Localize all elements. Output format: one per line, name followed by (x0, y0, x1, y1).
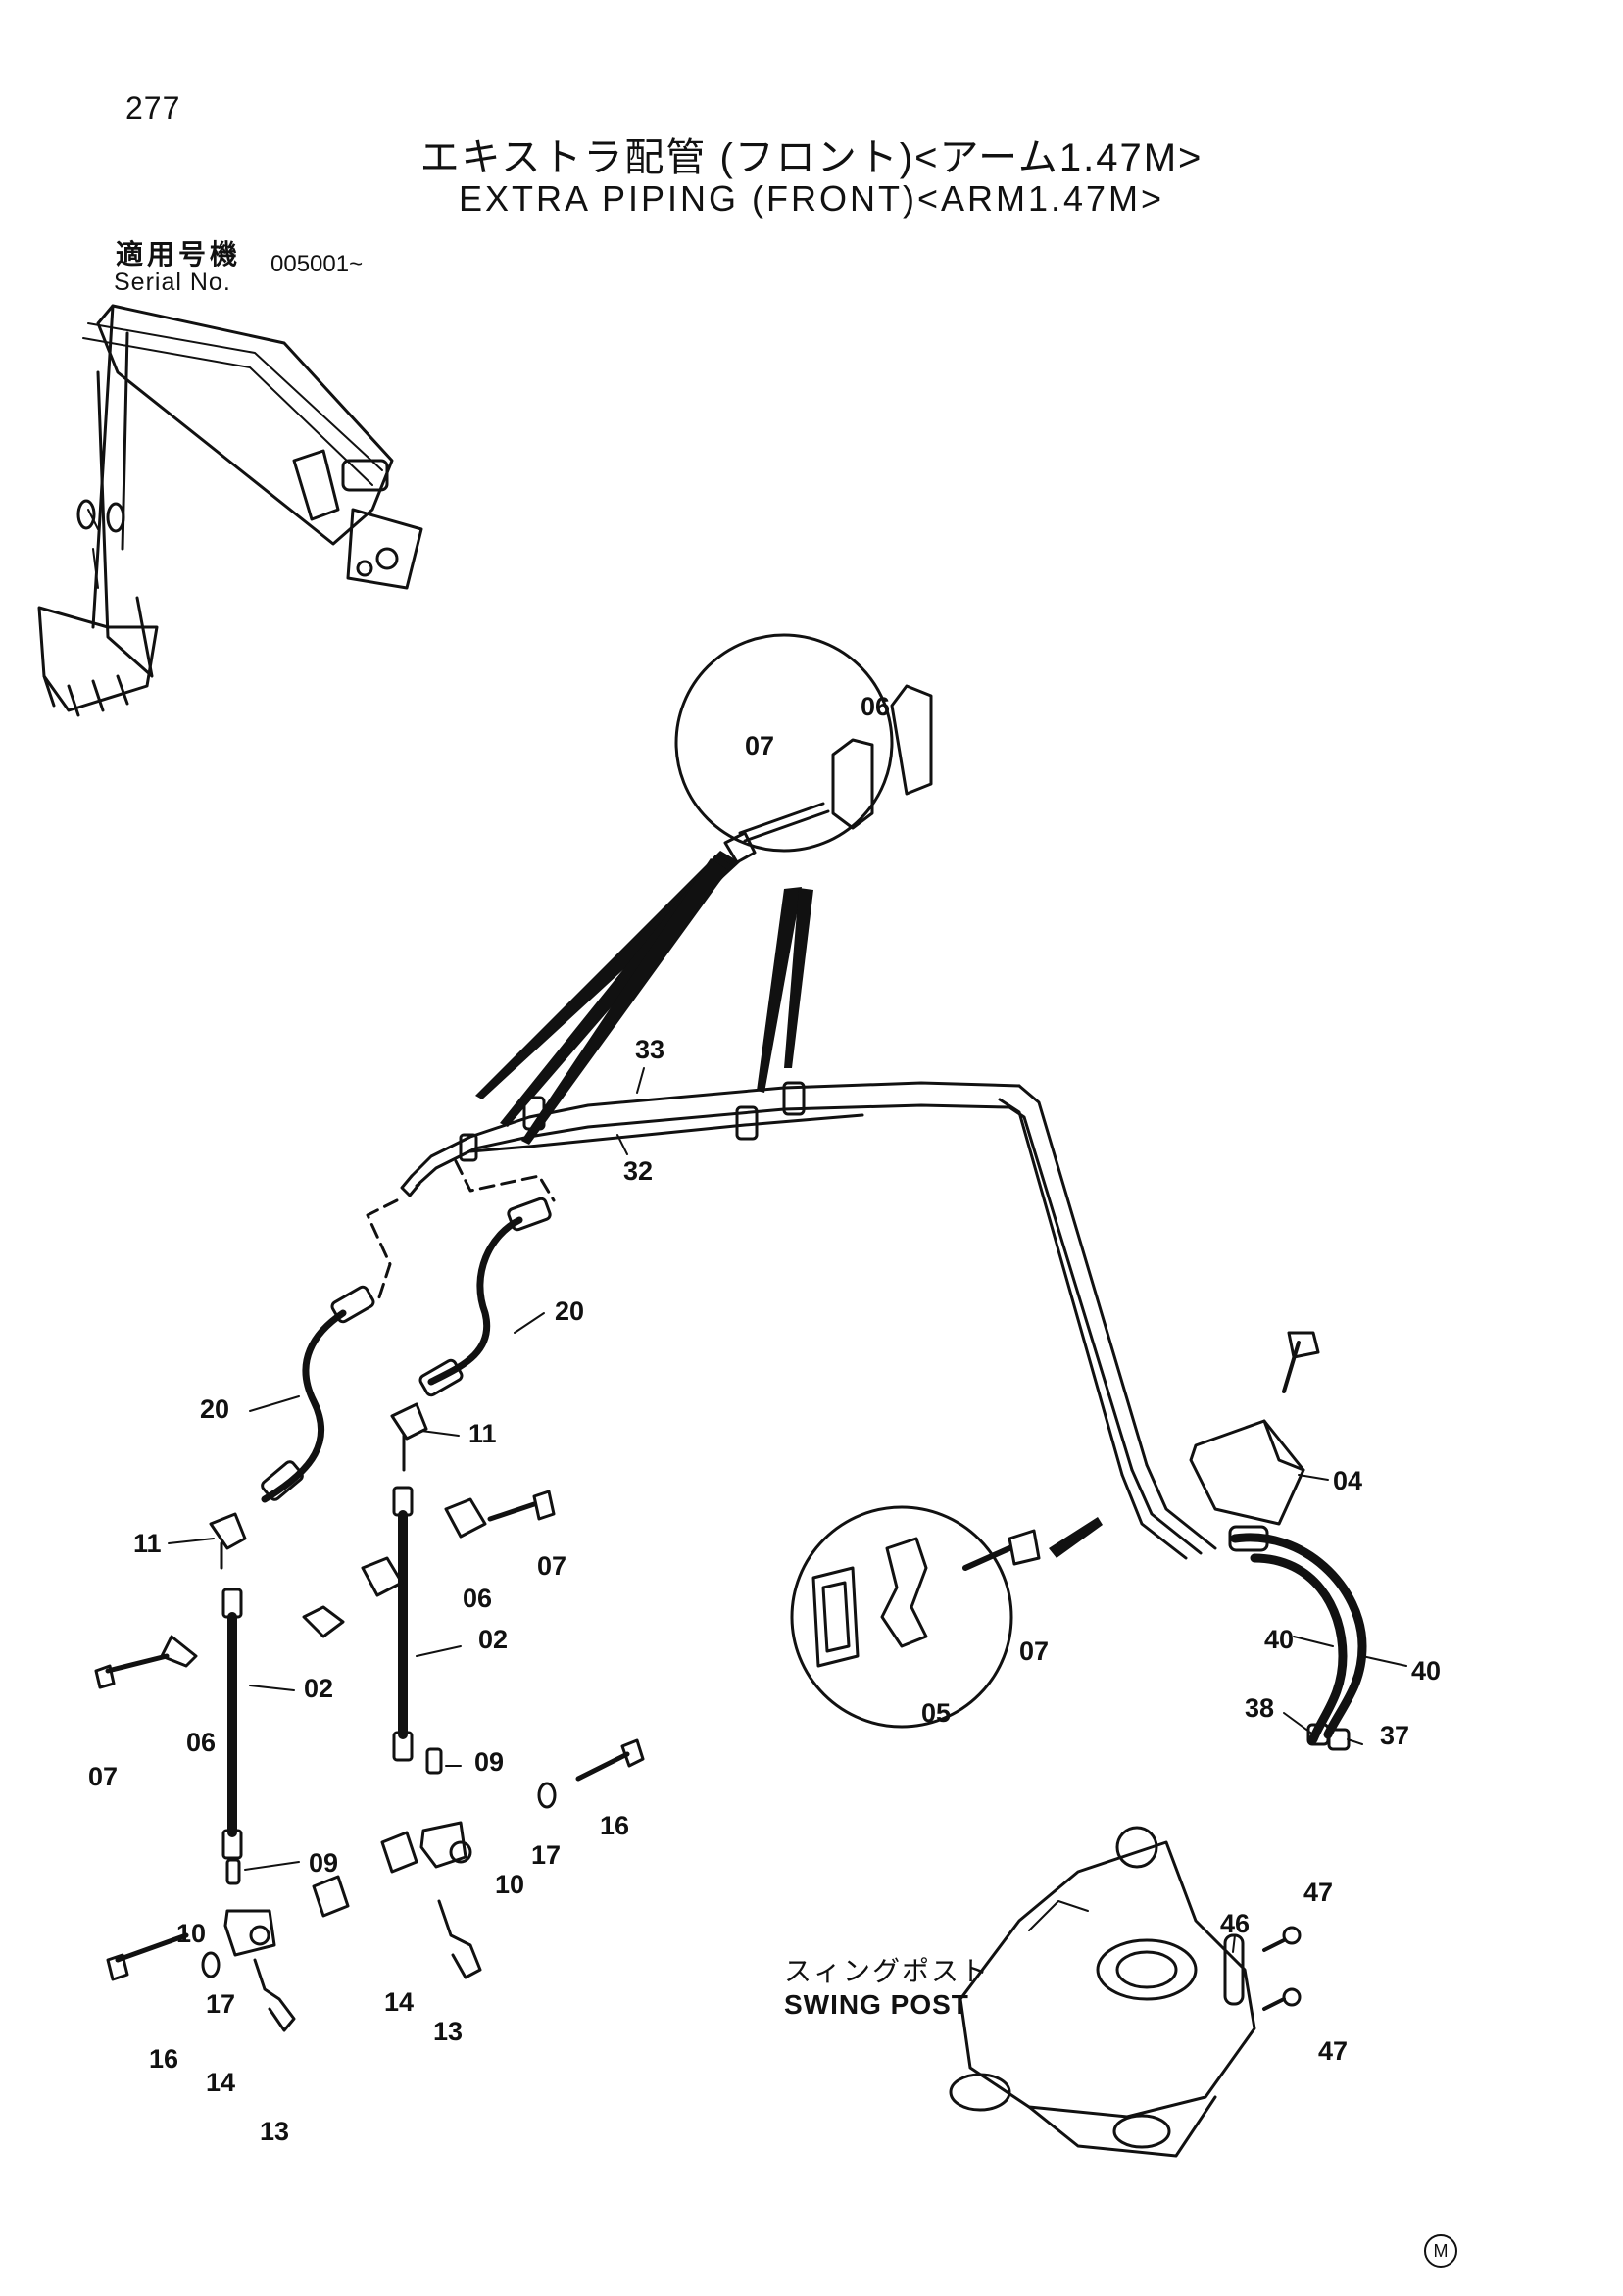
callout-02-right: 02 (478, 1625, 509, 1654)
callout-leaders (168, 1067, 1407, 1953)
swing-post-label-jp: スィングポスト (784, 1956, 991, 1986)
callout-16-right: 16 (600, 1811, 630, 1840)
callout-06-detail: 06 (861, 692, 891, 721)
callout-14-right: 14 (384, 1987, 415, 2017)
excavator-illustration (37, 304, 423, 717)
callout-20-left: 20 (200, 1394, 230, 1424)
callout-07-left: 07 (88, 1762, 119, 1791)
callout-33: 33 (635, 1035, 665, 1064)
serial-label-jp: 適用号機 (116, 239, 242, 269)
swing-post-label-en: SWING POST (784, 1989, 969, 2020)
callout-47-top: 47 (1303, 1878, 1334, 1907)
callout-47-bottom: 47 (1318, 2036, 1349, 2066)
serial-value: 005001~ (270, 251, 364, 277)
callout-06-left: 06 (186, 1728, 217, 1757)
hose-20-right (418, 1197, 552, 1397)
callout-07-mid: 07 (537, 1551, 567, 1581)
detail-leader-wedges (475, 851, 1103, 1558)
serial-label-en: Serial No. (114, 269, 231, 296)
callout-13-left: 13 (260, 2117, 290, 2146)
left-fitting-stack (94, 1512, 350, 2032)
callout-05: 05 (921, 1698, 952, 1728)
callout-07-detail: 07 (745, 731, 775, 760)
callout-04: 04 (1333, 1466, 1363, 1495)
swing-post-illustration (949, 1826, 1302, 2158)
callout-46: 46 (1220, 1909, 1251, 1938)
callout-16-left: 16 (149, 2044, 179, 2074)
callout-17-left: 17 (206, 1989, 236, 2019)
callout-11-left: 11 (133, 1529, 162, 1558)
callout-06-mid: 06 (463, 1584, 493, 1613)
page-title-en: EXTRA PIPING (FRONT)<ARM1.47M> (458, 178, 1165, 219)
hose-20-left (261, 1285, 375, 1503)
callout-13-right: 13 (433, 2017, 464, 2046)
pipe-assembly (366, 1081, 1217, 1560)
callout-37: 37 (1380, 1721, 1410, 1750)
callout-17-right: 17 (531, 1840, 562, 1870)
callout-10-left: 10 (176, 1919, 207, 1948)
callout-09-left: 09 (309, 1848, 339, 1878)
callout-40-right: 40 (1411, 1656, 1442, 1685)
bracket-04 (1189, 1331, 1320, 1526)
clamp-detail-circle-bottom (790, 1505, 1041, 1729)
callout-20-right: 20 (555, 1296, 585, 1326)
hose-40-coil (1228, 1525, 1367, 1751)
callout-07-detail-bottom: 07 (1019, 1637, 1050, 1666)
callout-09-right: 09 (474, 1747, 505, 1777)
page-number: 277 (125, 90, 181, 125)
callout-14-left: 14 (206, 2068, 236, 2097)
clamp-detail-circle-top (674, 633, 933, 864)
callout-40-left: 40 (1264, 1625, 1295, 1654)
callout-11-right: 11 (468, 1419, 497, 1448)
callout-38: 38 (1245, 1693, 1275, 1723)
middle-fitting-stack (361, 1402, 645, 1979)
callout-10-right: 10 (495, 1870, 525, 1899)
footer-mark: M (1424, 2234, 1457, 2268)
page-title-jp: エキストラ配管 (フロント)<アーム1.47M> (419, 136, 1204, 179)
callout-02-left: 02 (304, 1674, 334, 1703)
callout-32: 32 (623, 1156, 654, 1186)
